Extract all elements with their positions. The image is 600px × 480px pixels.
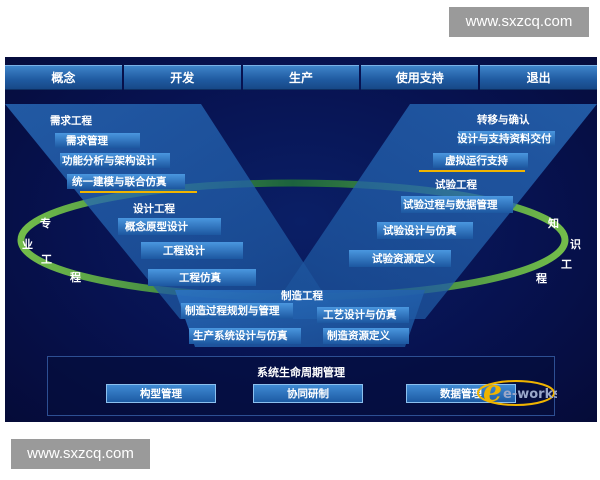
block-test-resources: [349, 250, 451, 267]
block-deliverables: [458, 131, 555, 146]
lifecycle-title: 系统生命周期管理: [257, 366, 345, 379]
requirements-mgmt-label[interactable]: 需求管理: [66, 135, 108, 147]
lifecycle-stage-tabs: 概念 开发 生产 使用支持 退出: [5, 65, 597, 90]
ring-left-char-2: 业: [22, 238, 33, 251]
production-system-label[interactable]: 生产系统设计与仿真: [193, 330, 288, 342]
mfg-process-label[interactable]: 制造过程规划与管理: [185, 305, 280, 317]
manufacturing-title: 制造工程: [281, 290, 323, 302]
block-function-analysis: [60, 153, 170, 168]
design-title: 设计工程: [133, 203, 175, 215]
block-engineering-design: [141, 242, 243, 259]
tab-concept[interactable]: 概念: [5, 65, 122, 90]
svg-text:e-works: e-works: [503, 387, 557, 402]
block-concept-prototype: [118, 218, 221, 235]
mfg-resources-label[interactable]: 制造资源定义: [327, 330, 390, 342]
ring-right-char-2: 识: [570, 238, 581, 251]
ring-left-char-3: 工: [41, 253, 52, 266]
process-design-label[interactable]: 工艺设计与仿真: [323, 309, 397, 321]
tab-development[interactable]: 开发: [123, 65, 241, 90]
test-design-label[interactable]: 试验设计与仿真: [383, 225, 457, 237]
e-works-logo: e e-works: [477, 374, 557, 409]
block-mfg-process: [181, 303, 293, 319]
block-test-design: [377, 222, 473, 239]
virtual-operation-label[interactable]: 虚拟运行支持: [445, 155, 508, 167]
block-mfg-resources: [323, 328, 409, 344]
engineering-design-label[interactable]: 工程设计: [163, 245, 205, 257]
block-test-process: [401, 196, 513, 213]
tab-production[interactable]: 生产: [242, 65, 360, 90]
test-title: 试验工程: [435, 179, 477, 191]
ring-right-char-1: 知: [548, 217, 559, 230]
collaborative-dev-button[interactable]: 协同研制: [253, 384, 363, 403]
ring-right-char-3: 工: [561, 258, 572, 271]
concept-prototype-label[interactable]: 概念原型设计: [125, 221, 188, 233]
transfer-title: 转移与确认: [477, 114, 530, 126]
engineering-sim-label[interactable]: 工程仿真: [179, 272, 221, 284]
lifecycle-management-box: 系统生命周期管理 构型管理 协同研制 数据管理: [47, 356, 555, 416]
watermark-top: www.sxzcq.com: [449, 7, 589, 37]
block-unified-modeling: [67, 174, 185, 189]
block-requirements-mgmt: [55, 133, 140, 148]
watermark-bottom: www.sxzcq.com: [11, 439, 150, 469]
unified-modeling-label[interactable]: 统一建模与联合仿真: [72, 176, 167, 188]
block-engineering-sim: [148, 269, 256, 286]
block-production-system: [189, 328, 301, 344]
test-resources-label[interactable]: 试验资源定义: [372, 253, 435, 265]
block-process-design: [317, 307, 409, 323]
requirements-title: 需求工程: [50, 115, 92, 127]
svg-text:e: e: [483, 374, 502, 409]
v-model-diagram: [5, 104, 597, 347]
ring-left-char-4: 程: [70, 271, 81, 284]
deliverables-label[interactable]: 设计与支持资料交付: [457, 133, 552, 145]
ring-right-char-4: 程: [536, 272, 547, 285]
tab-retirement[interactable]: 退出: [480, 65, 597, 90]
tab-usage-support[interactable]: 使用支持: [361, 65, 479, 90]
function-analysis-label[interactable]: 功能分析与架构设计: [62, 155, 157, 167]
configuration-mgmt-button[interactable]: 构型管理: [106, 384, 216, 403]
test-process-label[interactable]: 试验过程与数据管理: [403, 199, 498, 211]
data-mgmt-button[interactable]: 数据管理: [406, 384, 516, 403]
v-model-panel: 概念 开发 生产 使用支持 退出: [5, 57, 597, 422]
block-virtual-operation: [433, 153, 528, 168]
ring-left-char-1: 专: [40, 217, 51, 230]
